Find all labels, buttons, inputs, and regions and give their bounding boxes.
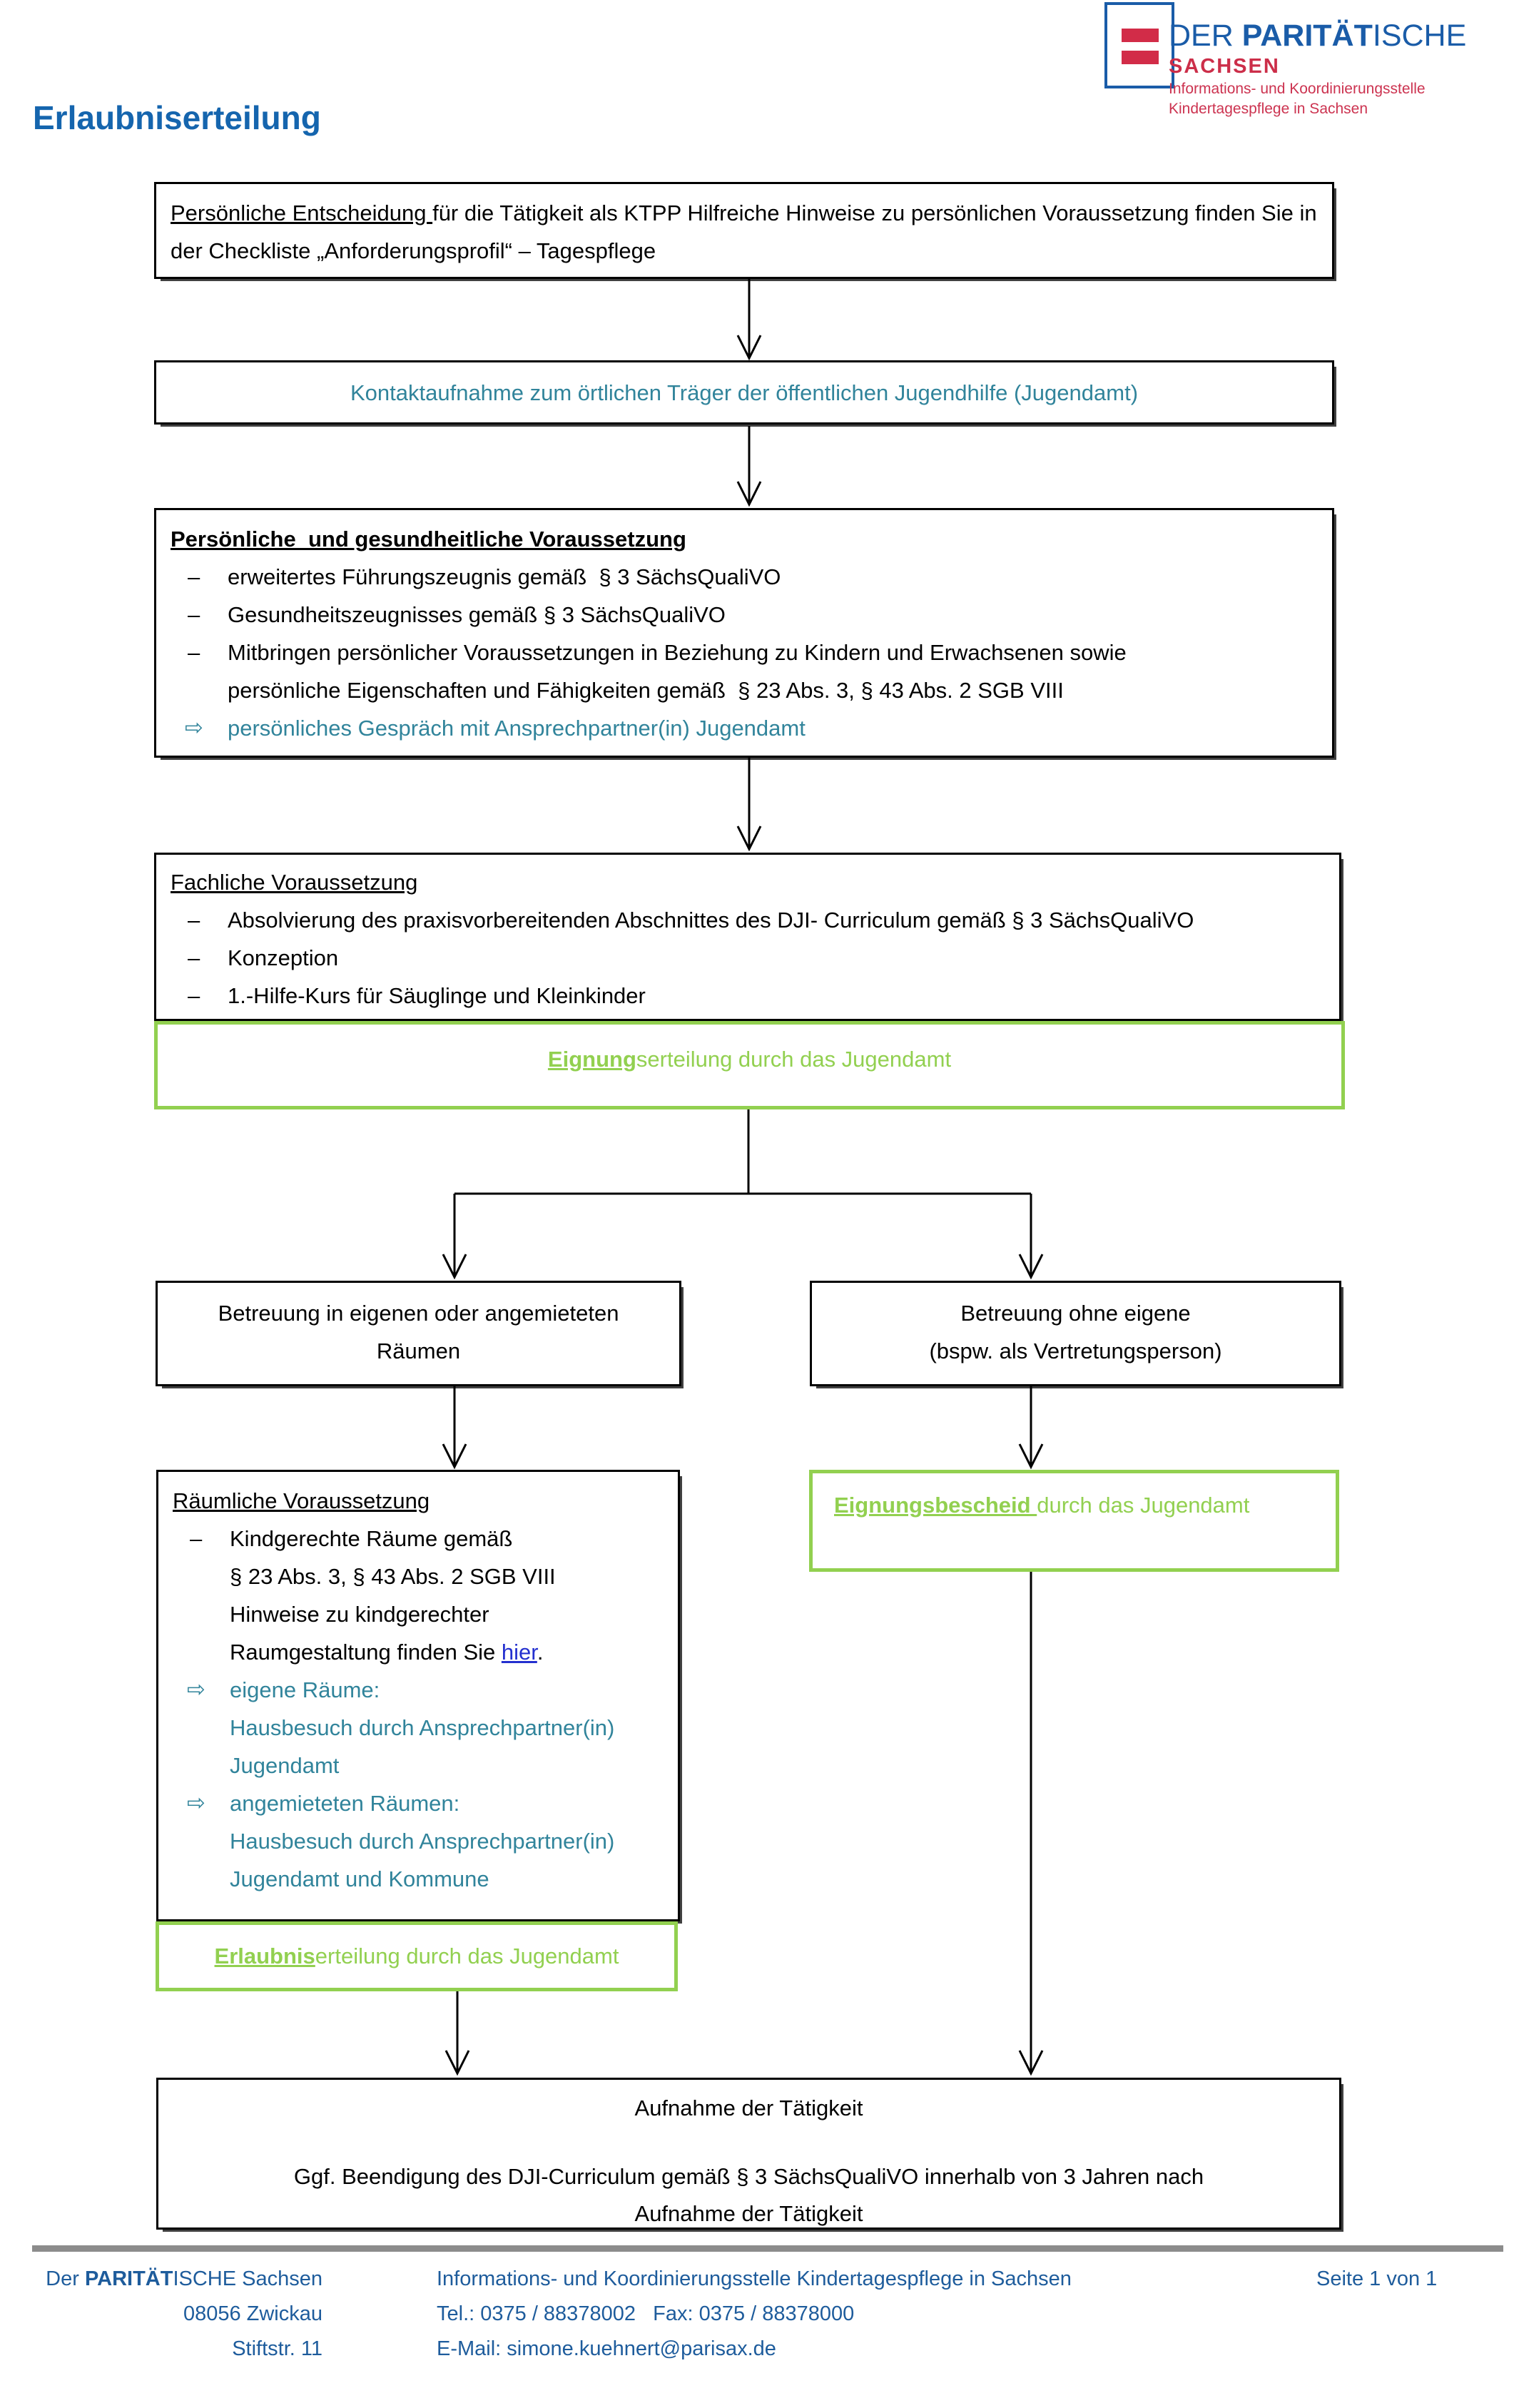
dash-bullet: – bbox=[188, 983, 200, 1008]
footer-info: Informations- und Koordinierungsstelle K… bbox=[437, 2267, 1072, 2290]
list-item-text: Gesundheitszeugnisses gemäß § 3 SächsQua… bbox=[228, 602, 726, 627]
eignung-rest: serteilung durch das Jugendamt bbox=[636, 1047, 952, 1072]
box1-text: für die Tätigkeit als KTPP Hilfreiche Hi… bbox=[171, 200, 1317, 263]
footer-city: 08056 Zwickau bbox=[183, 2302, 322, 2325]
footer-divider bbox=[32, 2245, 1503, 2252]
boxR-line2: (bspw. als Vertretungsperson) bbox=[929, 1338, 1222, 1363]
flow-box-betreuung-ohne-eigene: Betreuung ohne eigene (bspw. als Vertret… bbox=[810, 1281, 1341, 1386]
list-item-continuation: persönliche Eigenschaften und Fähigkeite… bbox=[228, 678, 1064, 703]
flow-box-kontaktaufnahme: Kontaktaufnahme zum örtlichen Träger der… bbox=[154, 360, 1334, 425]
list-item-text: Mitbringen persönlicher Voraussetzungen … bbox=[228, 640, 1127, 665]
footer-contact-block: Informations- und Koordinierungsstelle K… bbox=[437, 2262, 1264, 2367]
footer-street: Stiftstr. 11 bbox=[232, 2337, 322, 2360]
footer-address-block: Der PARITÄTISCHE Sachsen 08056 Zwickau S… bbox=[43, 2262, 322, 2367]
dash-bullet: – bbox=[188, 564, 200, 589]
logo-org-name: DER PARITÄTISCHE bbox=[1169, 19, 1467, 53]
final-line2: Ggf. Beendigung des DJI-Curriculum gemäß… bbox=[293, 2164, 1204, 2189]
list-item: – 1.-Hilfe-Kurs für Säuglinge und Kleink… bbox=[171, 977, 1332, 1015]
final-spacer bbox=[158, 2127, 1339, 2158]
logo-mark-icon bbox=[1104, 2, 1174, 88]
list-item-text: 1.-Hilfe-Kurs für Säuglinge und Kleinkin… bbox=[228, 983, 646, 1008]
flow-box-persoenliche-entscheidung: Persönliche Entscheidung für die Tätigke… bbox=[154, 182, 1334, 279]
logo-red-bar bbox=[1122, 29, 1159, 42]
footer-phone-fax: Tel.: 0375 / 88378002 Fax: 0375 / 883780… bbox=[437, 2302, 855, 2325]
list-item-continuation: Hinweise zu kindgerechter bbox=[230, 1602, 489, 1627]
box3-heading: Persönliche und gesundheitliche Vorausse… bbox=[171, 527, 686, 552]
logo-text: DER PARITÄTISCHE SACHSEN Informations- u… bbox=[1169, 18, 1466, 119]
action-item-text: persönliches Gespräch mit Ansprechpartne… bbox=[228, 716, 806, 741]
list-item: – Konzeption bbox=[171, 939, 1332, 977]
list-item: – Mitbringen persönlicher Voraussetzunge… bbox=[171, 634, 1325, 671]
flow-box-eignungsbescheid: Eignungsbescheid durch das Jugendamt bbox=[809, 1470, 1339, 1572]
right-arrow-icon: ⇨ bbox=[187, 1790, 205, 1816]
hier-hyperlink[interactable]: hier bbox=[501, 1640, 537, 1665]
final-line1: Aufnahme der Tätigkeit bbox=[634, 2095, 863, 2120]
footer-email: E-Mail: simone.kuehnert@parisax.de bbox=[437, 2337, 776, 2360]
box1-underlined-lead: Persönliche Entscheidung bbox=[171, 200, 433, 225]
dash-bullet: – bbox=[188, 640, 200, 665]
list-item: – erweitertes Führungszeugnis gemäß § 3 … bbox=[171, 558, 1325, 596]
dash-bullet: – bbox=[188, 908, 200, 933]
raum-heading: Räumliche Voraussetzung bbox=[173, 1488, 430, 1513]
flow-box-fachliche-voraussetzung: Fachliche Voraussetzung – Absolvierung d… bbox=[154, 853, 1341, 1021]
list-item: – Absolvierung des praxisvorbereitenden … bbox=[171, 901, 1332, 939]
page-title: Erlaubniserteilung bbox=[33, 99, 321, 136]
eignung-bold: Eignung bbox=[547, 1047, 636, 1072]
logo-subtitle-1: Informations- und Koordinierungsstelle bbox=[1169, 81, 1426, 97]
action-item: ⇨ eigene Räume: bbox=[173, 1671, 674, 1709]
list-item-continuation: § 23 Abs. 3, § 43 Abs. 2 SGB VIII bbox=[230, 1564, 556, 1589]
box4-heading: Fachliche Voraussetzung bbox=[171, 870, 418, 895]
footer-page-number: Seite 1 von 1 bbox=[1316, 2267, 1438, 2290]
final-line3: Aufnahme der Tätigkeit bbox=[634, 2201, 863, 2226]
list-item: – Gesundheitszeugnisses gemäß § 3 SächsQ… bbox=[171, 596, 1325, 634]
logo-region: SACHSEN bbox=[1169, 55, 1280, 78]
action-item-continuation: Jugendamt und Kommune bbox=[230, 1866, 489, 1891]
action-item-continuation: Hausbesuch durch Ansprechpartner(in) bbox=[230, 1829, 615, 1854]
logo-subtitle-2: Kindertagespflege in Sachsen bbox=[1169, 101, 1368, 117]
flow-box-eignungserteilung: Eignungserteilung durch das Jugendamt bbox=[154, 1021, 1345, 1109]
org-logo: DER PARITÄTISCHE SACHSEN Informations- u… bbox=[1104, 2, 1504, 152]
right-arrow-icon: ⇨ bbox=[185, 715, 203, 741]
flow-box-raeumliche-voraussetzung: Räumliche Voraussetzung – Kindgerechte R… bbox=[156, 1470, 680, 1921]
list-item-text: Raumgestaltung finden Sie bbox=[230, 1640, 502, 1665]
logo-red-bar bbox=[1122, 51, 1159, 64]
box2-text: Kontaktaufnahme zum örtlichen Träger der… bbox=[350, 380, 1139, 405]
boxL-line2: Räumen bbox=[376, 1338, 461, 1363]
action-item-label: angemieteten Räumen: bbox=[230, 1791, 460, 1816]
bescheid-rest: durch das Jugendamt bbox=[1037, 1493, 1250, 1518]
action-item-label: eigene Räume: bbox=[230, 1677, 380, 1702]
boxL-line1: Betreuung in eigenen oder angemieteten bbox=[218, 1301, 619, 1326]
boxR-line1: Betreuung ohne eigene bbox=[960, 1301, 1191, 1326]
flow-box-erlaubniserteilung: Erlaubniserteilung durch das Jugendamt bbox=[156, 1921, 678, 1991]
dash-bullet: – bbox=[188, 602, 200, 627]
dash-bullet: – bbox=[188, 945, 200, 970]
action-item: ⇨ angemieteten Räumen: bbox=[173, 1784, 674, 1822]
list-item-text: . bbox=[537, 1640, 544, 1665]
action-item-continuation: Hausbesuch durch Ansprechpartner(in) bbox=[230, 1715, 615, 1740]
footer-org-line: Der PARITÄTISCHE Sachsen bbox=[46, 2267, 322, 2290]
list-item-continuation: Raumgestaltung finden Sie hier. bbox=[173, 1633, 674, 1671]
list-item-text: erweitertes Führungszeugnis gemäß § 3 Sä… bbox=[228, 564, 781, 589]
erlaubnis-rest: erteilung durch das Jugendamt bbox=[315, 1944, 619, 1968]
dash-bullet: – bbox=[190, 1526, 203, 1551]
bescheid-bold: Eignungsbescheid bbox=[834, 1493, 1037, 1518]
erlaubnis-bold: Erlaubnis bbox=[214, 1944, 315, 1968]
list-item-text: Konzeption bbox=[228, 945, 339, 970]
flow-box-betreuung-eigene-raeume: Betreuung in eigenen oder angemieteten R… bbox=[156, 1281, 681, 1386]
list-item-text: Absolvierung des praxisvorbereitenden Ab… bbox=[228, 908, 1194, 933]
list-item: – Kindgerechte Räume gemäß bbox=[173, 1520, 674, 1558]
flow-box-persoenliche-voraussetzung: Persönliche und gesundheitliche Vorausse… bbox=[154, 508, 1334, 758]
flow-box-aufnahme-taetigkeit: Aufnahme der Tätigkeit Ggf. Beendigung d… bbox=[156, 2078, 1341, 2230]
action-item-continuation: Jugendamt bbox=[230, 1753, 340, 1778]
right-arrow-icon: ⇨ bbox=[187, 1677, 205, 1702]
action-item: ⇨ persönliches Gespräch mit Ansprechpart… bbox=[171, 709, 1325, 747]
list-item-text: Kindgerechte Räume gemäß bbox=[230, 1526, 513, 1551]
